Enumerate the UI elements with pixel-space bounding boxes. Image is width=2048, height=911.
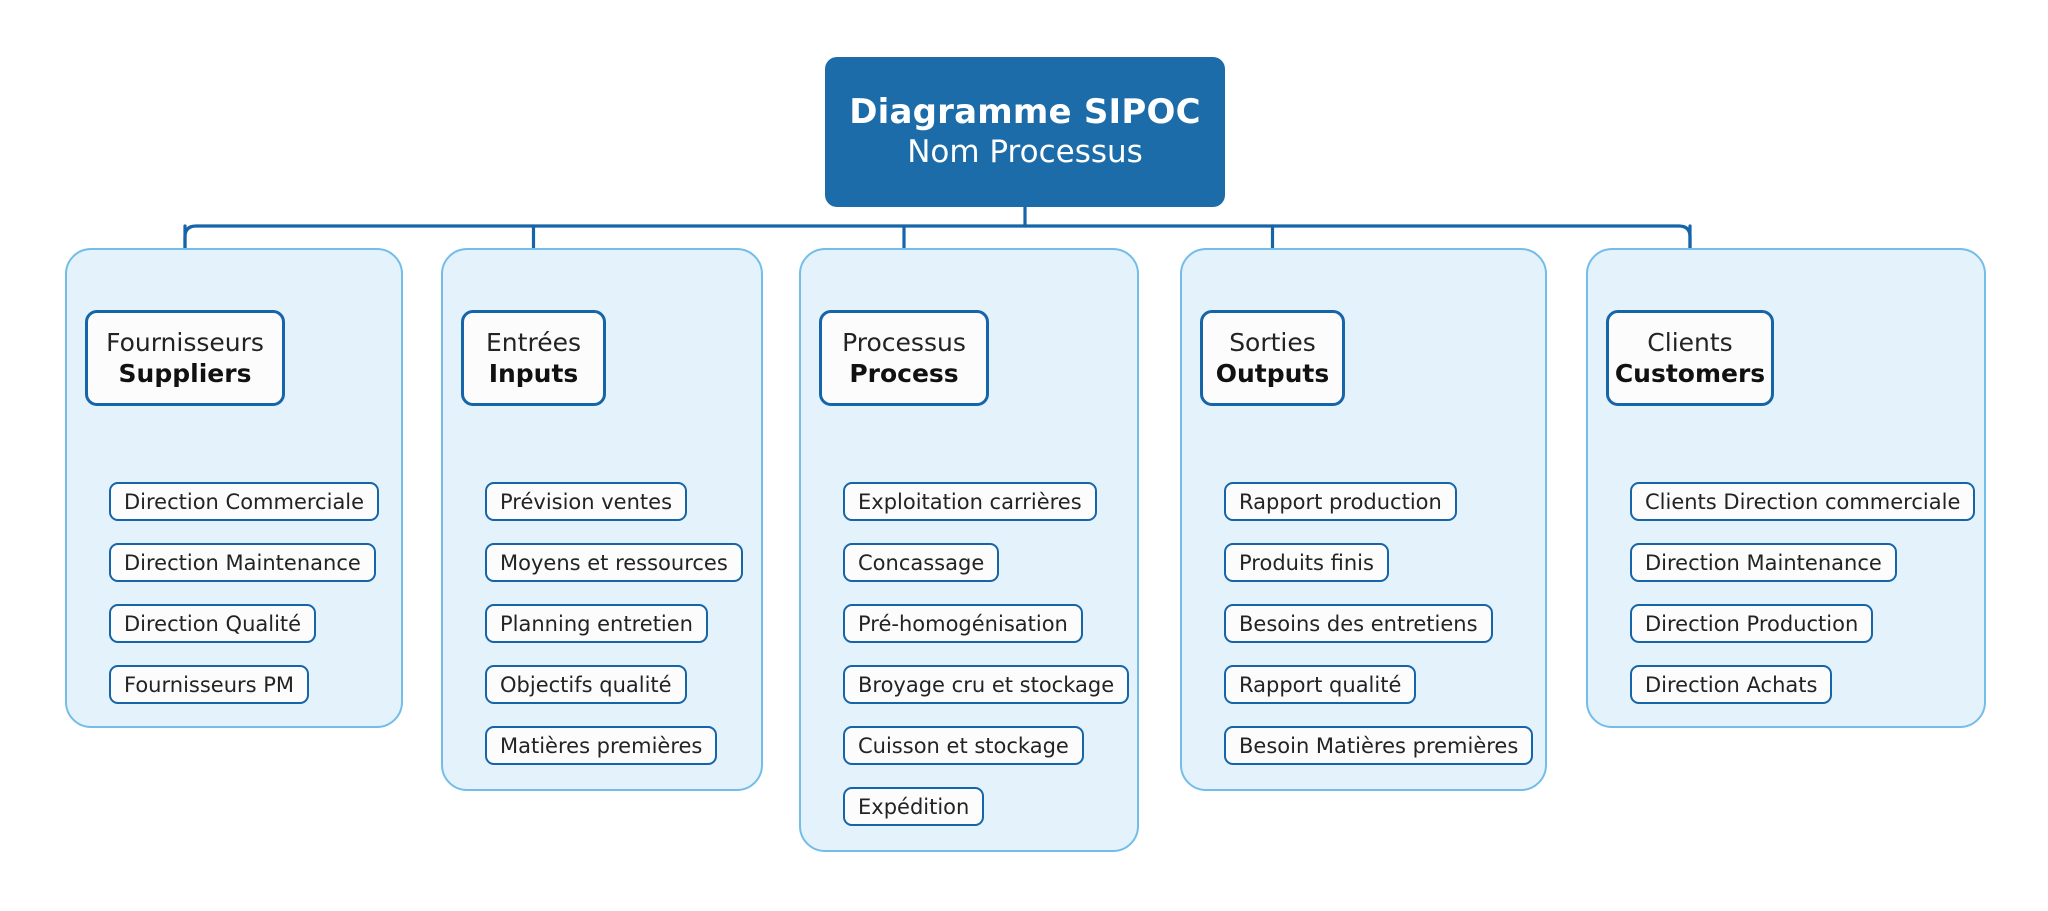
diagram-title-box: Diagramme SIPOC Nom Processus bbox=[825, 57, 1225, 207]
list-item[interactable]: Besoin Matières premières bbox=[1224, 726, 1534, 765]
list-item[interactable]: Pré-homogénisation bbox=[843, 604, 1083, 643]
list-item[interactable]: Matières premières bbox=[485, 726, 718, 765]
list-item[interactable]: Rapport production bbox=[1224, 482, 1457, 521]
list-item[interactable]: Direction Qualité bbox=[109, 604, 317, 643]
list-item[interactable]: Direction Achats bbox=[1630, 665, 1833, 704]
list-item[interactable]: Planning entretien bbox=[485, 604, 708, 643]
list-item[interactable]: Objectifs qualité bbox=[485, 665, 687, 704]
column-header-label-fr: Fournisseurs bbox=[106, 327, 264, 357]
column-header-label-en: Outputs bbox=[1215, 358, 1330, 388]
list-item[interactable]: Rapport qualité bbox=[1224, 665, 1417, 704]
list-item[interactable]: Broyage cru et stockage bbox=[843, 665, 1130, 704]
column-header-label-fr: Clients bbox=[1647, 327, 1733, 357]
column-header-label-fr: Entrées bbox=[486, 327, 581, 357]
column-header-label-fr: Sorties bbox=[1229, 327, 1316, 357]
column-header-label-en: Customers bbox=[1614, 358, 1766, 388]
list-item[interactable]: Direction Commerciale bbox=[109, 482, 380, 521]
list-item[interactable]: Concassage bbox=[843, 543, 1000, 582]
list-item[interactable]: Direction Production bbox=[1630, 604, 1874, 643]
list-item[interactable]: Cuisson et stockage bbox=[843, 726, 1084, 765]
list-item[interactable]: Expédition bbox=[843, 787, 985, 826]
diagram-subtitle: Nom Processus bbox=[907, 134, 1143, 171]
list-item[interactable]: Direction Maintenance bbox=[1630, 543, 1897, 582]
list-item[interactable]: Fournisseurs PM bbox=[109, 665, 310, 704]
list-item[interactable]: Besoins des entretiens bbox=[1224, 604, 1493, 643]
list-item[interactable]: Direction Maintenance bbox=[109, 543, 376, 582]
list-item[interactable]: Clients Direction commerciale bbox=[1630, 482, 1976, 521]
column-header-label-en: Process bbox=[849, 358, 959, 388]
column-header-label-en: Suppliers bbox=[118, 358, 252, 388]
list-item[interactable]: Exploitation carrières bbox=[843, 482, 1097, 521]
diagram-title: Diagramme SIPOC bbox=[849, 92, 1201, 133]
list-item[interactable]: Produits finis bbox=[1224, 543, 1389, 582]
list-item[interactable]: Moyens et ressources bbox=[485, 543, 743, 582]
column-header-label-fr: Processus bbox=[842, 327, 966, 357]
list-item[interactable]: Prévision ventes bbox=[485, 482, 688, 521]
column-header-label-en: Inputs bbox=[488, 358, 579, 388]
